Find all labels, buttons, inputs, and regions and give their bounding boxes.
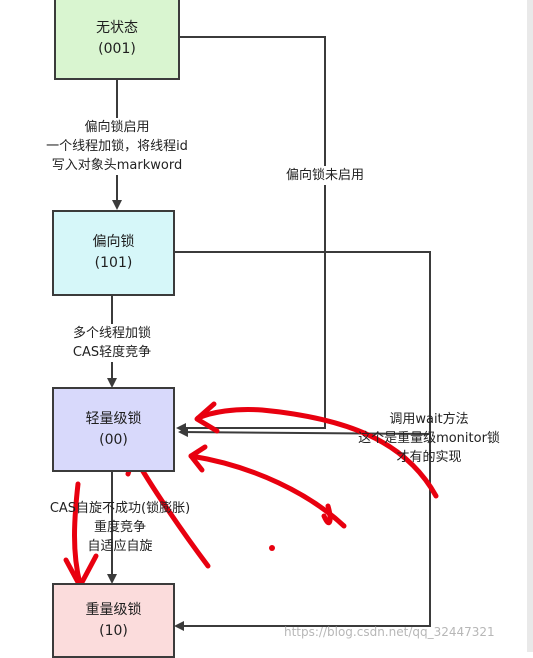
node-biased-lock-name: 偏向锁 [92, 234, 135, 250]
node-no-lock-name: 无状态 [96, 20, 138, 36]
edge-label-biased-disabled-line1: 偏向锁未启用 [285, 168, 364, 183]
red-arrowhead-middle [188, 444, 208, 473]
edge-label-enable-biased-line3: 写入对象头markword [51, 158, 183, 173]
edge-label-multi-thread: 多个线程加锁 CAS轻度竞争 [64, 324, 160, 362]
red-arc-lower [321, 503, 333, 526]
edge-label-cas-fail-line1: CAS自旋不成功(锁膨胀) [49, 501, 191, 516]
red-arc-middle [188, 453, 347, 529]
node-heavyweight-lock-code: (10) [99, 622, 128, 639]
edge-label-multi-thread-line1: 多个线程加锁 [72, 326, 151, 341]
node-biased-lock-code: (101) [94, 255, 133, 271]
edge-label-enable-biased: 偏向锁启用 一个线程加锁，将线程id 写入对象头markword [30, 118, 204, 175]
red-stroke-to-heavyweight [72, 481, 83, 587]
node-lightweight-lock-name: 轻量级锁 [85, 410, 142, 427]
edge-label-wait-call-line2: 这个是重量级monitor锁 [358, 431, 500, 446]
edge-label-cas-fail-line2: 重度竞争 [93, 520, 146, 535]
edge-label-enable-biased-line1: 偏向锁启用 [84, 120, 150, 135]
edge-label-wait-call-line1: 调用wait方法 [389, 412, 469, 427]
edge-label-wait-call: 调用wait方法 这个是重量级monitor锁 才有的实现 [334, 410, 524, 467]
node-heavyweight-lock-name: 重量级锁 [85, 601, 142, 618]
edge-label-cas-fail: CAS自旋不成功(锁膨胀) 重度竞争 自适应自旋 [40, 499, 200, 556]
edge-wait-to-lightweight [178, 427, 431, 438]
edge-no-lock-to-lightweight [176, 36, 326, 433]
node-biased-lock: 偏向锁 (101) [52, 210, 175, 296]
red-arc-from-wait [195, 407, 439, 499]
watermark: https://blog.csdn.net/qq_32447321 [284, 625, 495, 639]
red-annotation [63, 401, 439, 589]
node-lightweight-lock: 轻量级锁 (00) [52, 387, 175, 472]
node-heavyweight-lock: 重量级锁 (10) [52, 583, 175, 658]
edge-label-wait-call-line3: 才有的实现 [396, 450, 462, 465]
edge-label-cas-fail-line3: 自适应自旋 [87, 539, 153, 554]
node-no-lock-code: (001) [98, 41, 136, 57]
red-arrowhead-left [194, 401, 220, 434]
edge-biased-to-heavyweight [174, 251, 431, 631]
edge-label-biased-disabled: 偏向锁未启用 [277, 166, 373, 185]
page-edge [527, 0, 533, 652]
red-dot [269, 545, 275, 551]
node-no-lock: 无状态 (001) [54, 0, 180, 80]
node-lightweight-lock-code: (00) [99, 431, 128, 448]
edge-label-multi-thread-line2: CAS轻度竞争 [72, 345, 152, 360]
red-arrowhead-down [63, 553, 99, 589]
edge-label-enable-biased-line2: 一个线程加锁，将线程id [46, 139, 188, 154]
